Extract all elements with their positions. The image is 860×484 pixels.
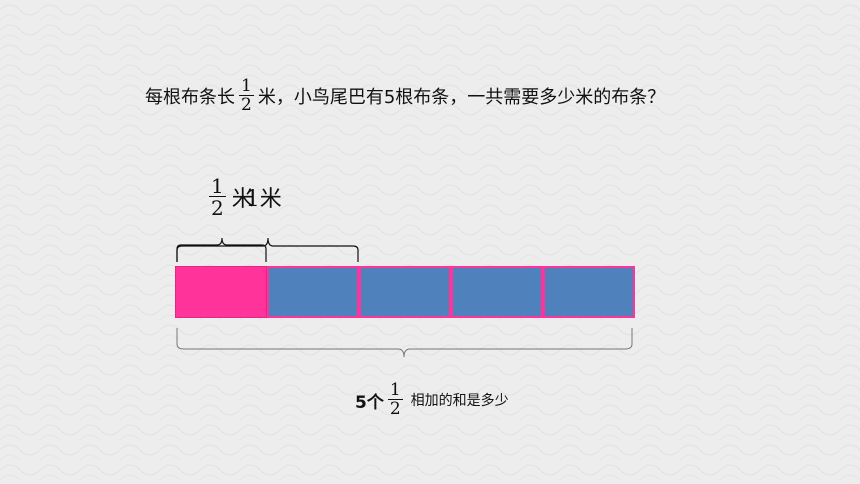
fraction-denominator: 2 [387, 399, 403, 419]
unit-text: 米 [231, 187, 254, 212]
strip-segment [267, 266, 359, 318]
count-text: 5个 [355, 392, 384, 413]
overlap-text: 1米 [245, 187, 282, 212]
sum-fraction: 1 2 [387, 380, 403, 419]
fraction-denominator: 2 [209, 196, 226, 220]
fraction-denominator: 2 [239, 95, 254, 115]
overlapping-unit-text: 米 1米 [231, 181, 282, 213]
strip-segment [451, 266, 543, 318]
sum-question-label: 5个 1 2 相加的和是多少 [355, 382, 509, 418]
sum-text: 相加的和是多少 [410, 393, 509, 409]
two-segment-brace [176, 237, 359, 262]
total-brace [176, 328, 633, 358]
segment-length-label: 1 2 米 1米 [205, 176, 282, 218]
fraction-numerator: 1 [389, 380, 401, 400]
question-text: 每根布条长 1 2 米，小鸟尾巴有5根布条，一共需要多少米的布条？ [145, 78, 665, 114]
first-segment-brace [176, 237, 267, 262]
question-suffix: 米，小鸟尾巴有5根布条，一共需要多少米的布条？ [257, 87, 666, 108]
question-prefix: 每根布条长 [145, 87, 235, 108]
fraction-numerator: 1 [241, 76, 252, 96]
strip-segment [543, 266, 635, 318]
segment-fraction: 1 2 [209, 176, 226, 218]
strip-segment [175, 266, 267, 318]
fraction-numerator: 1 [211, 174, 224, 198]
fabric-strip-bar [175, 266, 635, 320]
strip-segment [359, 266, 451, 318]
question-fraction: 1 2 [239, 78, 254, 114]
